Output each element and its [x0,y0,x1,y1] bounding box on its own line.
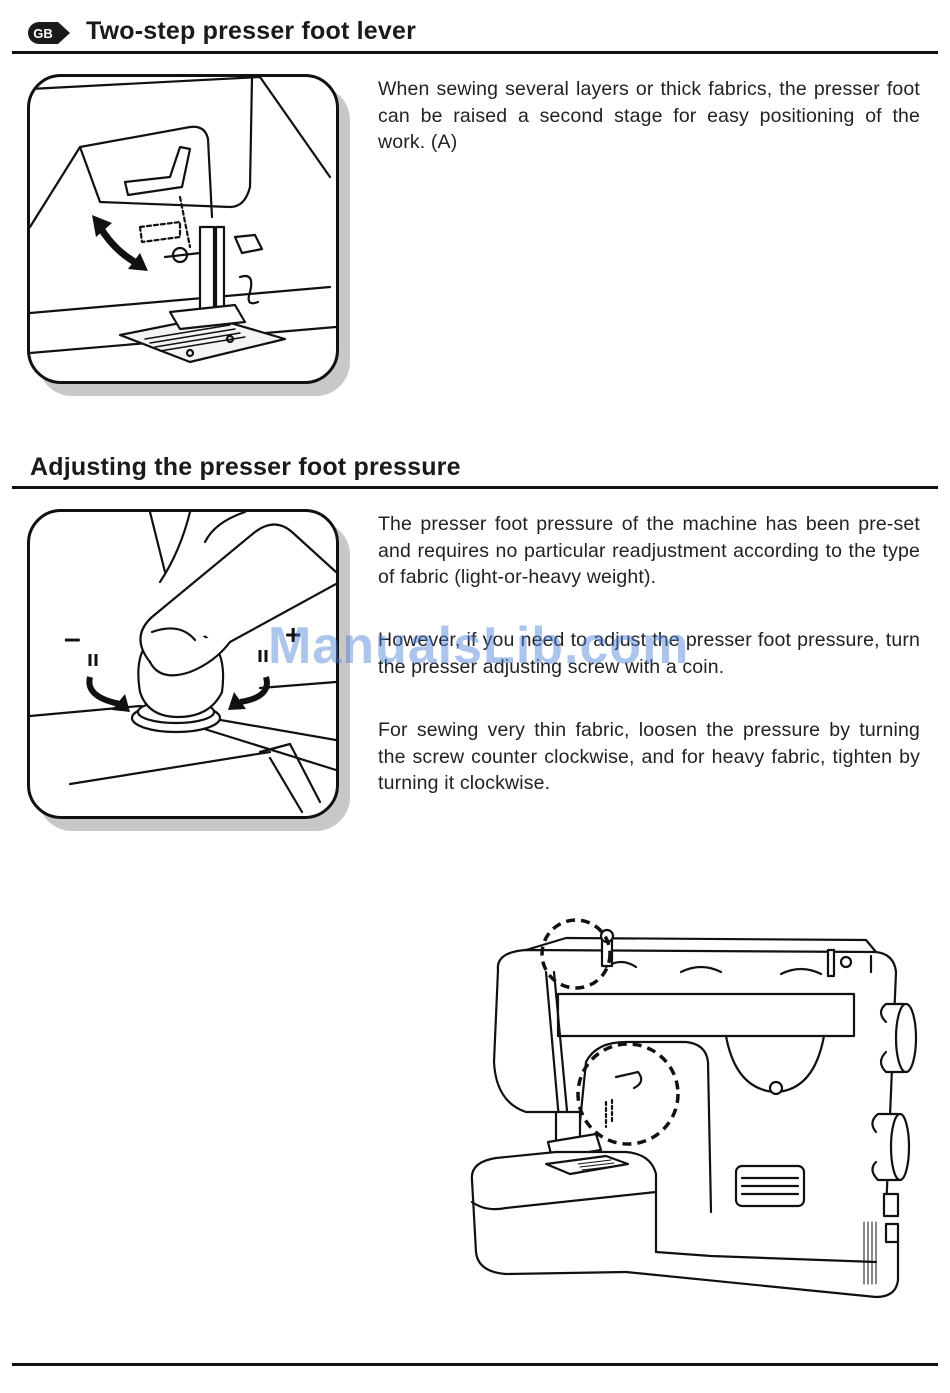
section-rule-bottom [12,1363,938,1366]
language-badge-arrow-icon [58,22,70,44]
language-badge-label: GB [28,22,58,44]
highlight-circle-top [540,918,612,990]
section-title-two-step-lever: Two-step presser foot lever [86,17,417,45]
section-rule-top [12,51,938,54]
pressure-screw-illustration: – + [30,512,336,814]
sewing-machine-illustration [466,912,926,1322]
clockwise-arrow-icon [228,650,270,710]
highlight-circle-needle [576,1042,680,1146]
counter-clockwise-arrow-icon [86,654,130,712]
figure-presser-foot-lever [27,74,339,384]
paragraph-two-step-lever: When sewing several layers or thick fabr… [378,78,920,153]
paragraph-pressure-fabric: For sewing very thin fabric, loosen the … [378,719,920,794]
double-arrow-icon [92,215,148,271]
section-title-presser-pressure: Adjusting the presser foot pressure [30,453,461,481]
figure-pressure-screw: – + [27,509,339,819]
plus-label: + [285,619,301,650]
language-badge: GB [28,22,70,44]
paragraph-pressure-adjust: However, if you need to adjust the press… [378,629,920,678]
watermark: ManualsLib.com [268,617,690,675]
minus-label: – [64,622,81,655]
paragraph-pressure-preset: The presser foot pressure of the machine… [378,513,920,588]
presser-foot-lever-illustration [30,77,336,364]
section-rule-middle [12,486,938,489]
